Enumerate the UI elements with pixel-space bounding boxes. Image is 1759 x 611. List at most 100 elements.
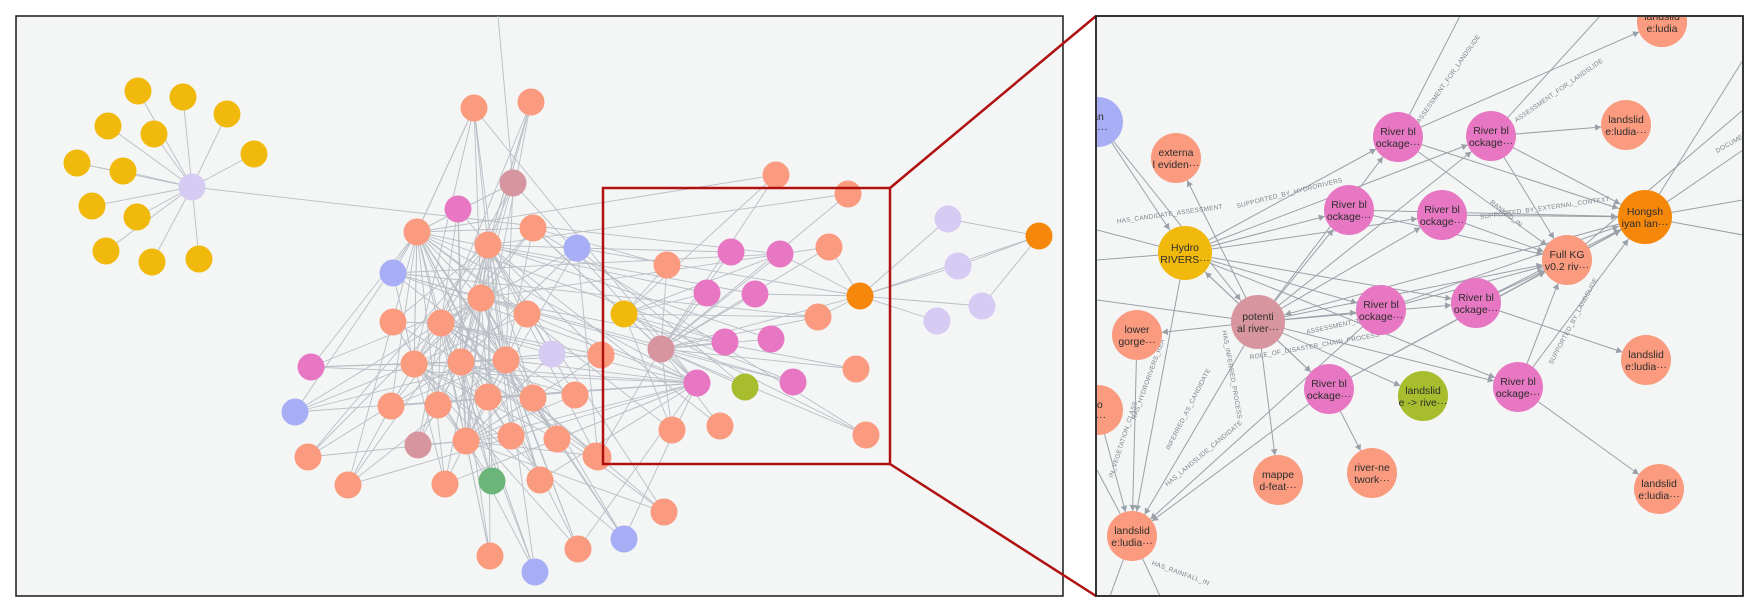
graph-node bbox=[377, 392, 405, 420]
zoom-edge-arrow bbox=[1349, 309, 1357, 317]
graph-node bbox=[474, 383, 502, 411]
node-circle bbox=[1493, 362, 1543, 412]
overview-edge bbox=[859, 265, 959, 297]
node-circle bbox=[1112, 310, 1162, 360]
graph-node bbox=[564, 535, 592, 563]
overview-edge bbox=[457, 208, 467, 442]
node-circle bbox=[1637, 17, 1687, 47]
node-label: ockage··· bbox=[1496, 388, 1540, 400]
overview-edge bbox=[460, 361, 536, 573]
overview-edge bbox=[440, 101, 532, 324]
node-label: to··· bbox=[1088, 123, 1107, 135]
overview-edge bbox=[532, 227, 668, 266]
zoom-edge bbox=[1348, 209, 1568, 261]
overview-edge bbox=[473, 107, 489, 246]
zoom-edge-arrow bbox=[1444, 302, 1452, 309]
overview-edge bbox=[347, 363, 415, 486]
zoom-edge-arrow bbox=[1150, 512, 1158, 520]
overview-edge bbox=[390, 297, 482, 407]
node-circle bbox=[1634, 464, 1684, 514]
overview-nodes bbox=[63, 77, 1053, 586]
overview-edge bbox=[107, 125, 193, 188]
overview-edge bbox=[294, 363, 415, 413]
zoom-edge-arrow bbox=[1538, 271, 1546, 278]
graph-node bbox=[460, 94, 488, 122]
graph-node bbox=[109, 157, 137, 185]
overview-edge bbox=[623, 382, 698, 540]
graph-node bbox=[610, 300, 638, 328]
graph-node bbox=[474, 231, 502, 259]
node-label: e:ludia··· bbox=[1111, 537, 1152, 549]
overview-edge bbox=[505, 227, 534, 361]
graph-node bbox=[834, 180, 862, 208]
node-label: externa bbox=[1158, 147, 1193, 159]
overview-edge bbox=[947, 218, 1040, 237]
node-label: e:ludia··· bbox=[1625, 361, 1666, 373]
graph-node bbox=[467, 284, 495, 312]
zoom-edge bbox=[1397, 136, 1646, 218]
graph-node bbox=[647, 335, 675, 363]
graph-node bbox=[444, 195, 472, 223]
graph-node bbox=[294, 443, 322, 471]
node-label: river-ne bbox=[1354, 462, 1390, 474]
zoom-edge-arrow bbox=[1369, 148, 1377, 155]
node-label: ockage··· bbox=[1307, 390, 1351, 402]
overview-edge bbox=[440, 322, 698, 384]
graph-node bbox=[779, 368, 807, 396]
node-label: Hydro bbox=[1171, 242, 1199, 254]
overview-edge bbox=[505, 359, 579, 550]
graph-node bbox=[923, 307, 951, 335]
zoom-edge-arrow bbox=[1613, 198, 1621, 205]
zoom-edge-arrow bbox=[1547, 231, 1554, 239]
node-label: a··· bbox=[1090, 411, 1106, 423]
graph-node bbox=[400, 350, 428, 378]
zoom-edge-arrow bbox=[1615, 347, 1623, 354]
overview-edge bbox=[413, 231, 418, 365]
overview-edge bbox=[480, 297, 857, 370]
zoom-edge-arrow bbox=[1464, 151, 1472, 158]
graph-node bbox=[944, 252, 972, 280]
zoom-edge bbox=[1644, 60, 1742, 218]
overview-edge bbox=[151, 186, 193, 263]
overview-edge bbox=[465, 440, 536, 573]
node-circle bbox=[1621, 335, 1671, 385]
node-label: an bbox=[1092, 111, 1104, 123]
overview-edge bbox=[465, 101, 532, 442]
node-circle bbox=[1347, 448, 1397, 498]
node-circle bbox=[1151, 133, 1201, 183]
overview-edge bbox=[660, 348, 673, 431]
graph-node bbox=[815, 233, 843, 261]
overview-edge bbox=[460, 101, 532, 363]
zoom-edge bbox=[1397, 136, 1568, 261]
overview-edge bbox=[660, 348, 867, 436]
graph-node bbox=[526, 466, 554, 494]
graph-node bbox=[731, 373, 759, 401]
graph-node bbox=[561, 381, 589, 409]
zoom-edge-arrow bbox=[1304, 365, 1311, 372]
zoom-edge-arrow bbox=[1393, 380, 1401, 387]
node-label: al river··· bbox=[1237, 323, 1279, 335]
graph-node bbox=[431, 470, 459, 498]
node-label: potenti bbox=[1242, 311, 1274, 323]
zoom-edge-arrow bbox=[1129, 504, 1137, 512]
graph-node bbox=[683, 369, 711, 397]
graph-node bbox=[543, 425, 571, 453]
zoom-edge bbox=[1348, 209, 1646, 218]
node-label: e:ludia··· bbox=[1605, 126, 1646, 138]
node-circle bbox=[1231, 295, 1285, 349]
zoom-edge-arrow bbox=[1594, 124, 1602, 131]
overview-edge bbox=[487, 244, 578, 249]
overview-edge bbox=[576, 247, 746, 388]
node-circle bbox=[1466, 111, 1516, 161]
overview-edge bbox=[416, 231, 708, 294]
graph-node bbox=[379, 308, 407, 336]
graph-node bbox=[846, 282, 874, 310]
overview-edge bbox=[392, 272, 794, 383]
